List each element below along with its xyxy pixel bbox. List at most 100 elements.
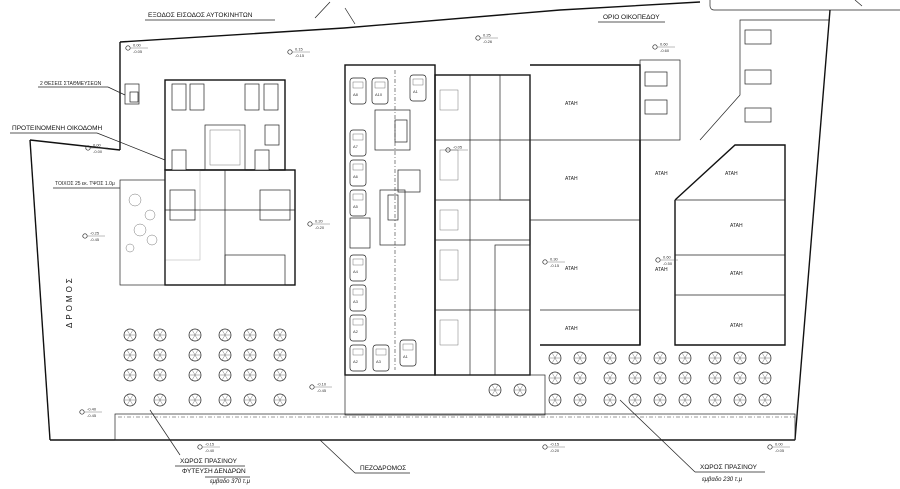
level-top: -0.25 [90,231,100,236]
parking-space: A1 [399,339,417,367]
parking-id: A6 [353,174,359,179]
level-bottom: -0.20 [550,448,560,453]
parking-id: A2 [353,359,359,364]
atan-label: ΑΤΑΗ [725,171,738,177]
parking-space: A3 [372,344,390,372]
tree-icon [218,368,232,382]
level-bottom: -0.40 [205,448,215,453]
proposed-building [164,79,296,286]
tree-icon [218,393,232,407]
tree-icon [678,371,692,385]
level-bottom: -0.60 [660,48,670,53]
level-top: 0.15 [295,47,304,52]
tree-icon [678,393,692,407]
tree-icon [243,368,257,382]
level-mark: 0.20-0.20 [307,219,330,230]
tree-grid-right [488,351,772,407]
tree-icon [573,371,587,385]
level-mark: -0.15-0.40 [197,442,220,453]
tree-icon [653,351,667,365]
left-green-area [119,179,166,286]
parking-id: A10 [375,92,383,97]
level-top: 0.60 [663,255,672,260]
level-bottom: -0.20 [315,225,325,230]
level-mark: 0.00-0.05 [125,43,148,54]
tree-icon [218,348,232,362]
parking-space: A5 [349,189,367,217]
level-bottom: -0.00 [93,149,103,154]
level-mark: 0.25-0.26 [475,33,498,44]
parking-box [124,83,140,105]
parking-space: A2 [349,344,367,372]
exit-entry-label: ΕΞΟΔΟΣ ΕΙΣΟΔΟΣ ΑΥΤΟΚΙΝΗΤΩΝ [148,12,253,19]
parking-space: A10 [371,77,389,105]
atan-label: ΑΤΑΗ [730,223,743,229]
tree-icon [548,371,562,385]
tree-icon [758,371,772,385]
parking-space: A8 [349,77,367,105]
tree-icon [708,351,722,365]
proposed-building-label: ΠΡΟΤΕΙΝΟΜΕΝΗ ΟΙΚΟΔΟΜΗ [12,125,102,132]
planting-left-label: ΦΥΤΕΥΣΗ ΔΕΝΔΡΩΝ [182,468,246,475]
parking-space: A2 [349,314,367,342]
pedestrian-walkway [114,374,796,441]
atan-label: ΑΤΑΗ [565,326,578,332]
parking-id: A1 [403,354,409,359]
tree-icon [123,393,137,407]
tree-icon [273,368,287,382]
drawing-labels: ΕΞΟΔΟΣ ΕΙΣΟΔΟΣ ΑΥΤΟΚΙΝΗΤΩΝ ΟΡΙΟ ΟΙΚΟΠΕΔΟ… [10,12,765,485]
level-top: 0.00 [133,43,142,48]
tree-icon [548,351,562,365]
parking-id: A5 [353,204,359,209]
shops-strip [434,74,531,376]
tree-icon [153,368,167,382]
level-mark: -0.40-0.45 [79,407,102,418]
tree-icon [758,351,772,365]
tree-icon [628,393,642,407]
atan-label: ΑΤΑΗ [565,266,578,272]
tree-icon [153,348,167,362]
tree-icon [188,328,202,342]
tree-icon [603,393,617,407]
area-right-label: εμβαδο 230 τ.μ [702,477,743,483]
level-top: 0.30 [550,257,559,262]
tree-icon [758,393,772,407]
tree-icon [273,348,287,362]
tree-icon [513,383,527,397]
level-mark: -0.05 [445,145,468,153]
level-bottom: -0.45 [317,388,327,393]
level-mark: 0.30-0.15 [542,257,565,268]
tree-icon [603,371,617,385]
level-mark: 0.60-0.50 [655,255,678,266]
parking-id: A2 [353,329,359,334]
parking-space: A7 [349,129,367,157]
tree-icon [123,368,137,382]
parking-space: A1 [409,74,427,102]
level-top: -0.15 [205,442,215,447]
tree-icon [573,393,587,407]
level-bottom: -0.50 [663,261,673,266]
tree-icon [628,371,642,385]
level-top: 0.00 [93,143,102,148]
tree-icon [678,351,692,365]
level-bottom: -0.45 [90,237,100,242]
pedestrian-label: ΠΕΖΟΔΡΟΜΟΣ [360,465,406,472]
parking-id: A8 [353,92,359,97]
level-mark: 0.15-0.15 [287,47,310,58]
level-top: 0.00 [775,442,784,447]
level-bottom: -0.15 [550,263,560,268]
green-right-label: ΧΩΡΟΣ ΠΡΑΣΙΝΟΥ [700,464,758,471]
level-mark: 0.00-0.00 [85,143,108,154]
tree-icon [123,328,137,342]
parking-space: A6 [349,159,367,187]
level-bottom: -0.26 [483,39,493,44]
level-top: 0.20 [315,219,324,224]
atan-plots [530,19,830,346]
parking-garage [344,64,436,376]
tree-icon [733,371,747,385]
parking-spaces-label: 2 ΘΕΣΕΙΣ ΣΤΑΘΜΕΥΣΕΩΝ [40,81,102,87]
tree-icon [153,328,167,342]
tree-icon [273,393,287,407]
